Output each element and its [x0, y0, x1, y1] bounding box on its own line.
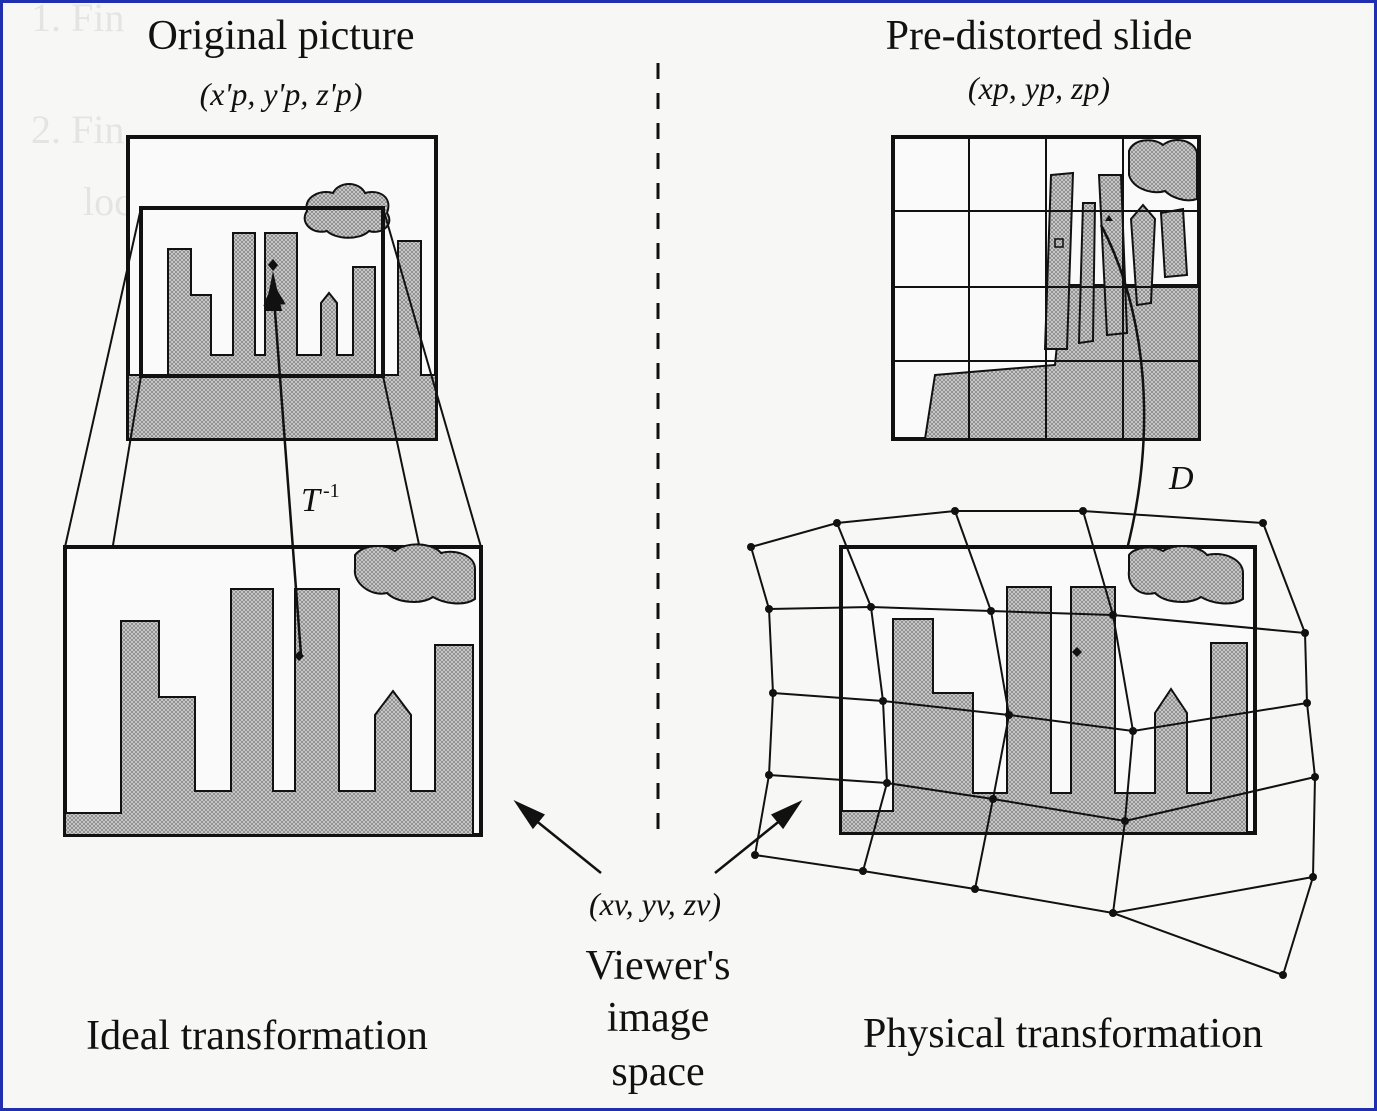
original-picture-title: Original picture: [147, 13, 414, 59]
inverse-exponent-label: -1: [323, 480, 340, 502]
inverse-transform-label: T: [301, 482, 322, 519]
original-coords-label: (x'p, y'p, z'p): [200, 76, 363, 112]
viewer-space-line2: image: [607, 995, 710, 1041]
predistorted-coords-label: (xp, yp, zp): [968, 70, 1110, 106]
viewer-space-line3: space: [611, 1049, 704, 1095]
viewer-coords-label: (xv, yv, zv): [589, 886, 721, 922]
bleed-through-text: 1. Fin 2. Fin loc: [31, 3, 132, 224]
svg-text:2. Fin: 2. Fin: [31, 107, 124, 152]
svg-text:1. Fin: 1. Fin: [31, 3, 124, 40]
physical-transformation-label: Physical transformation: [863, 1011, 1263, 1057]
ideal-view-panel: [63, 543, 483, 837]
viewer-arrows: [513, 800, 803, 874]
inverse-transform-arrow: [263, 271, 303, 656]
ideal-transformation-label: Ideal transformation: [86, 1013, 428, 1059]
predistorted-slide-title: Pre-distorted slide: [886, 13, 1193, 59]
distortion-diagram: 1. Fin 2. Fin loc Original picture (x'p,…: [31, 3, 1319, 1095]
distortion-label: D: [1168, 460, 1194, 497]
svg-text:loc: loc: [83, 179, 132, 224]
grid-nodes: [747, 507, 1319, 979]
physical-view-panel: [839, 545, 1257, 835]
predistorted-slide-panel: [891, 135, 1201, 441]
viewer-space-line1: Viewer's: [586, 943, 731, 989]
